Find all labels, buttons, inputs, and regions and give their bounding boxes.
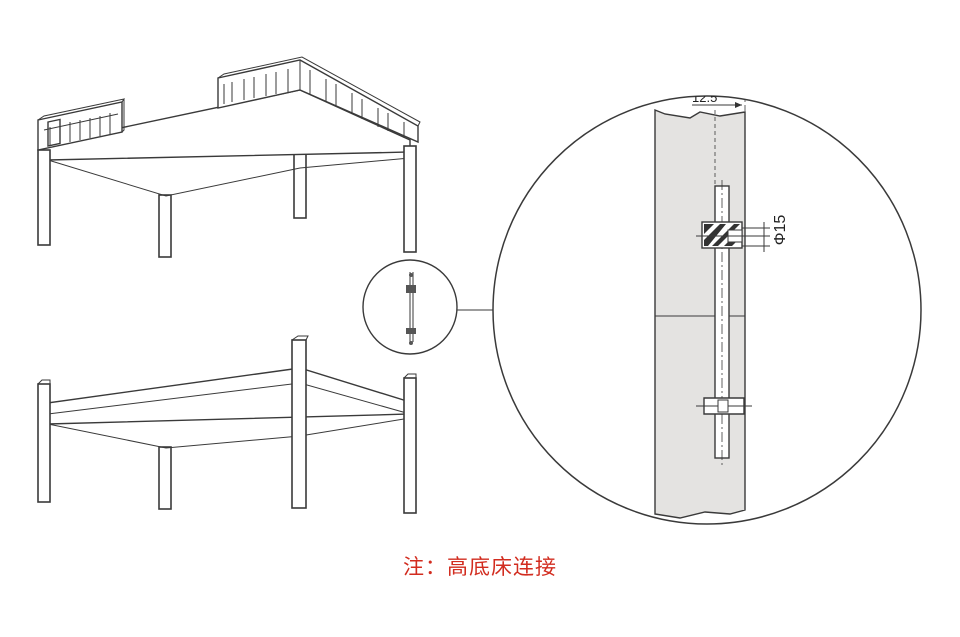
post-section bbox=[654, 108, 746, 519]
upper-bed bbox=[37, 56, 421, 258]
caption-note: 注：高底床连接 bbox=[403, 555, 557, 579]
dimension-diameter-label: Φ15 bbox=[772, 215, 789, 246]
dimension-diameter: Φ15 bbox=[742, 215, 789, 252]
lower-bed-front-left-post bbox=[37, 383, 51, 503]
upper-bed-back-left-leg bbox=[158, 194, 172, 258]
lower-bed-underside bbox=[47, 417, 411, 449]
upper-bed-left-rail bbox=[37, 98, 126, 151]
lower-bed-back-left-leg bbox=[158, 446, 172, 510]
upper-bed-underside bbox=[47, 157, 411, 197]
lower-bed bbox=[37, 335, 417, 514]
small-connector-top bbox=[406, 285, 416, 293]
lower-connector bbox=[696, 397, 752, 415]
lower-bed-platform bbox=[39, 367, 411, 425]
lower-bed-back-right-post bbox=[291, 339, 307, 509]
upper-bed-right-rail bbox=[217, 56, 421, 144]
detail-callout-large: 12.5 Φ15 bbox=[492, 90, 922, 525]
upper-bed-front-right-leg bbox=[403, 145, 417, 253]
dimension-width-label: 12.5 bbox=[692, 90, 717, 105]
dimension-width: 12.5 bbox=[692, 90, 742, 108]
small-connector-bottom bbox=[406, 328, 416, 334]
upper-connector bbox=[696, 221, 770, 249]
upper-bed-front-left-leg bbox=[37, 149, 51, 246]
lower-bed-front-right-post bbox=[403, 377, 417, 514]
detail-callout-small bbox=[362, 259, 493, 355]
